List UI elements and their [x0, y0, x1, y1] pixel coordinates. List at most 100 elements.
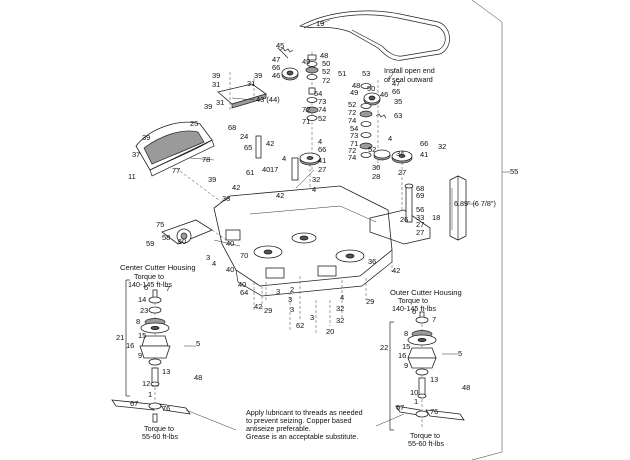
callout-41: 41 [318, 156, 326, 165]
idler-arm-bracket [217, 72, 267, 110]
callout-27: 27 [398, 168, 406, 177]
callout-54: 54 [314, 89, 322, 98]
seal-note-line2: of seal outward [384, 75, 433, 84]
callout-52: 52 [368, 145, 376, 154]
callout-54: 54 [350, 124, 358, 133]
callout-4: 4 [282, 154, 286, 163]
callout-72: 72 [348, 108, 356, 117]
callout-29: 29 [264, 306, 272, 315]
center-torque-top-line2: 140-145 ft-lbs [128, 280, 172, 289]
spindle-stack-left [277, 47, 319, 170]
callout-39: 39 [208, 175, 216, 184]
callout-46: 46 [272, 71, 280, 80]
callout-29: 29 [366, 297, 374, 306]
callout-32: 32 [438, 142, 446, 151]
callout-37: 37 [132, 150, 140, 159]
callout-66: 66 [392, 87, 400, 96]
callout-8: 8 [404, 329, 408, 338]
callout-26: 26 [400, 215, 408, 224]
callout-62: 62 [296, 321, 304, 330]
callout-72: 72 [322, 76, 330, 85]
callout-17: 17 [270, 165, 278, 174]
callout-3: 3 [288, 295, 292, 304]
outer-cutter-assembly [389, 311, 465, 431]
callout-30: 30 [372, 163, 380, 172]
callout-13: 13 [162, 367, 170, 376]
outer-torque-bottom-line2: 55-60 ft-lbs [408, 439, 444, 448]
callout-72: 72 [302, 105, 310, 114]
callout-11: 11 [128, 172, 136, 181]
callout-15: 15 [138, 331, 146, 340]
callout-21: 21 [116, 333, 124, 342]
callout-32: 32 [312, 175, 320, 184]
callout-67: 67 [396, 403, 404, 412]
callout-40: 40 [226, 239, 234, 248]
callout-52: 52 [348, 100, 356, 109]
callout-39: 39 [212, 71, 220, 80]
callout-74: 74 [348, 116, 356, 125]
callout-16: 16 [126, 341, 134, 350]
callout-13: 13 [430, 375, 438, 384]
callout-4: 4 [388, 134, 392, 143]
callout-28: 28 [372, 172, 380, 181]
frame [471, 0, 510, 460]
belt-cover [135, 121, 233, 211]
callout-3: 3 [310, 313, 314, 322]
lower-hardware [253, 260, 393, 334]
callout-4: 4 [340, 293, 344, 302]
callout-18: 18 [432, 213, 440, 222]
callout-42: 42 [232, 183, 240, 192]
callout-47: 47 [392, 79, 400, 88]
callout-4: 4 [212, 259, 216, 268]
drive-belt [299, 10, 450, 61]
mower-deck [213, 185, 393, 320]
callout-40: 40 [238, 280, 246, 289]
outer-torque-top-line1: Torque to [398, 296, 428, 305]
callout-55: 55 [510, 167, 518, 176]
callout-1: 1 [148, 390, 152, 399]
callout-22: 22 [380, 343, 388, 352]
callout-16: 16 [398, 351, 406, 360]
callout-34: 34 [396, 149, 404, 158]
callout-45: 45 [276, 41, 284, 50]
callout-3: 3 [290, 305, 294, 314]
callout-63: 63 [394, 111, 402, 120]
center-torque-bottom-line2: 55-60 ft-lbs [142, 432, 178, 441]
callout-50: 50 [322, 59, 330, 68]
callout-19: 19 [316, 19, 324, 28]
callout-66: 66 [420, 139, 428, 148]
callout-10: 10 [410, 388, 418, 397]
callout-48: 48 [352, 81, 360, 90]
outer-torque-top-line2: 140-145 ft-lbs [392, 304, 436, 313]
callout-27: 27 [416, 228, 424, 237]
callout-23: 23 [140, 306, 148, 315]
callout-74: 74 [348, 153, 356, 162]
callout-27: 27 [416, 220, 424, 229]
dimension-plate [449, 175, 467, 241]
callout-31: 31 [212, 80, 220, 89]
dimension-label: 6.89" (6 7/8") [454, 199, 496, 208]
callout-43: 43 (44) [256, 95, 280, 104]
callout-77: 77 [172, 166, 180, 175]
center-torque-top-line1: Torque to [134, 272, 164, 281]
callout-42: 42 [254, 302, 262, 311]
side-bracket-box [369, 183, 431, 245]
callout-12: 12 [142, 379, 150, 388]
callout-74: 74 [318, 105, 326, 114]
callout-61: 61 [246, 168, 254, 177]
callout-42: 42 [392, 266, 400, 275]
callout-69: 69 [416, 191, 424, 200]
outer-torque-bottom-line1: Torque to [410, 431, 440, 440]
callout-50: 50 [367, 84, 375, 93]
callout-39: 39 [204, 102, 212, 111]
callout-53: 53 [362, 69, 370, 78]
leader-lines [184, 19, 476, 431]
callout-3: 3 [206, 253, 210, 262]
callout-40: 40 [226, 265, 234, 274]
callout-1: 1 [414, 397, 418, 406]
spindle-stack-right [359, 80, 387, 170]
callout-58: 58 [162, 233, 170, 242]
callout-78: 78 [202, 155, 210, 164]
callout-5: 5 [196, 339, 200, 348]
